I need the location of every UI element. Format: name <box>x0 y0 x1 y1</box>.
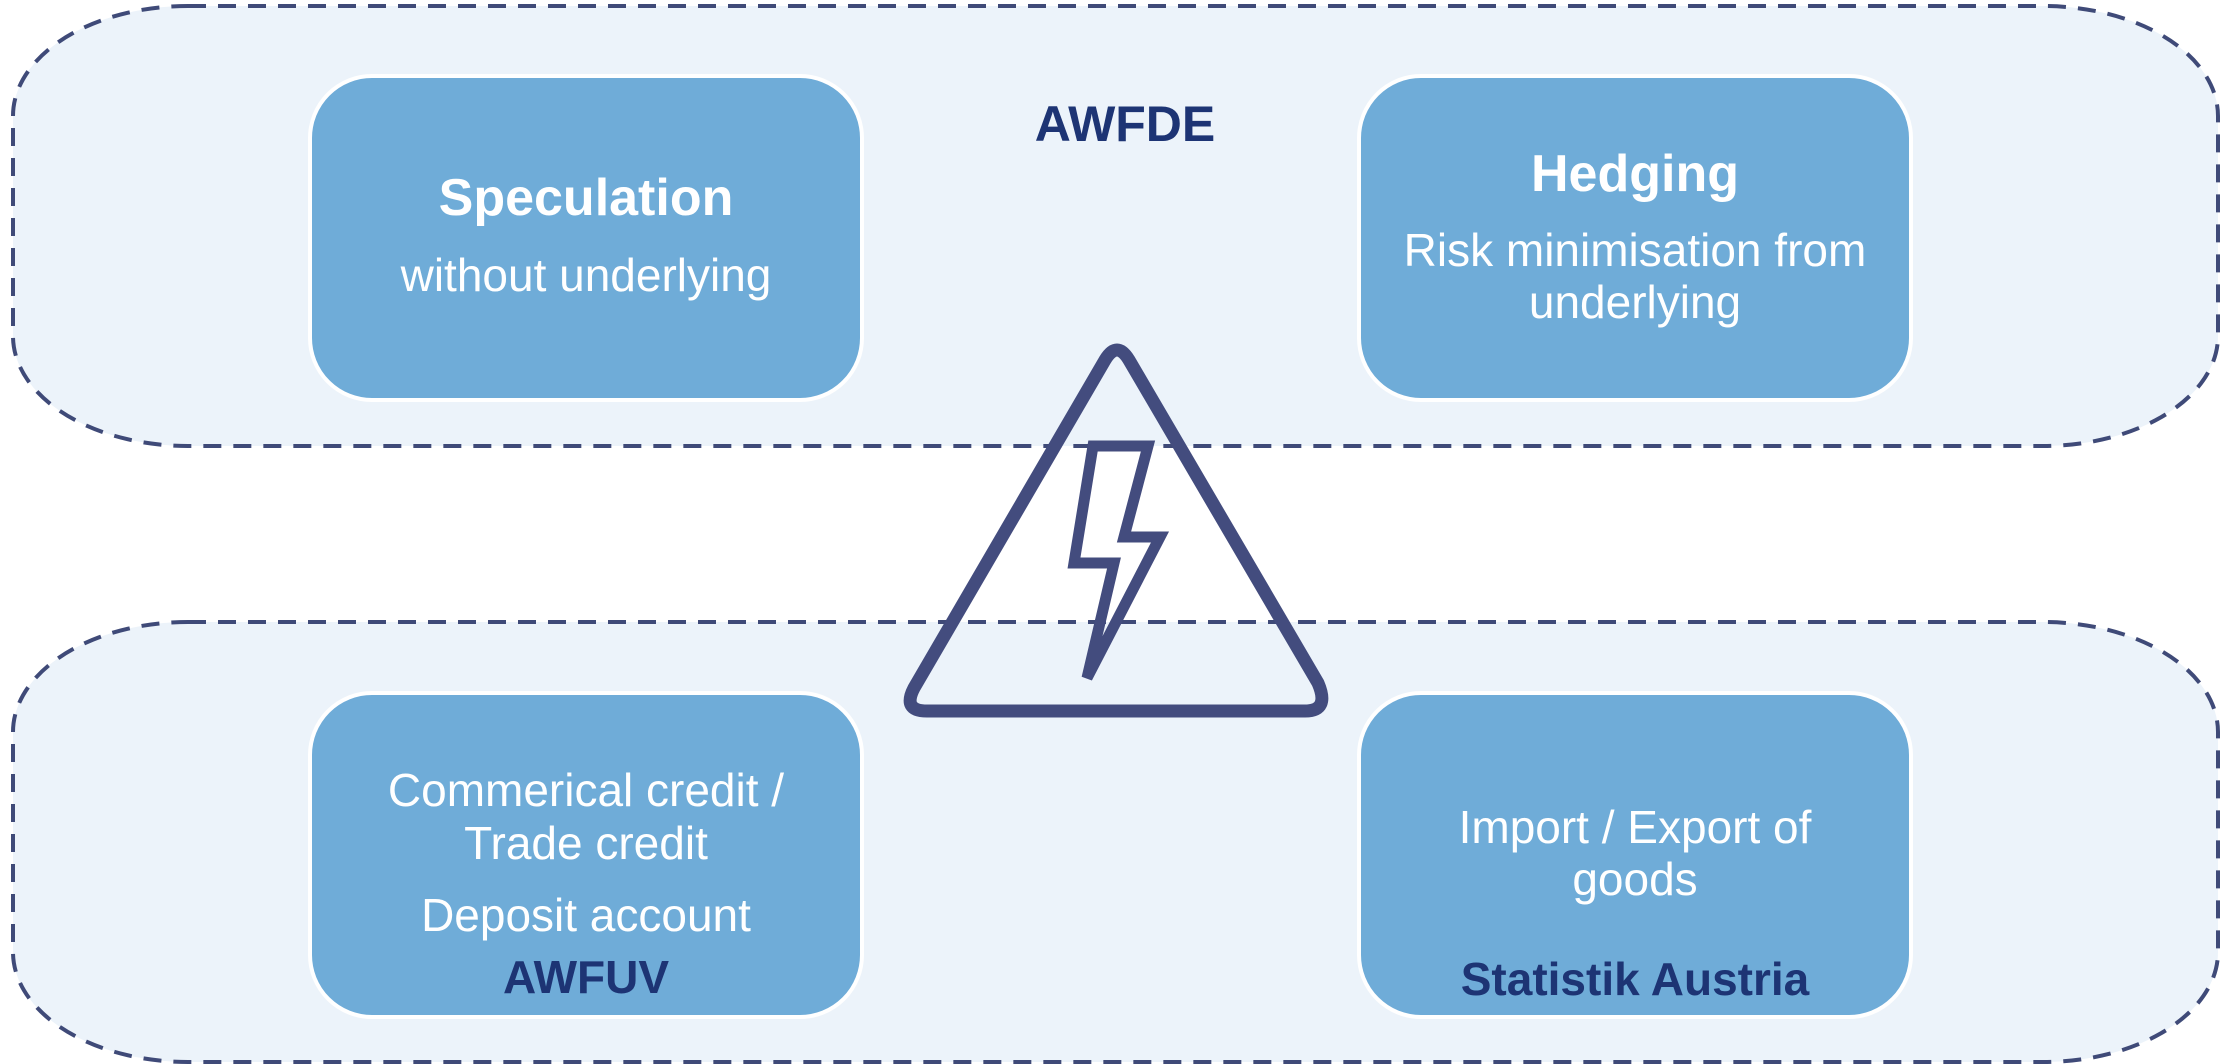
credit-line1: Commerical credit / <box>388 764 784 816</box>
credit-box: Commerical credit / Trade credit Deposit… <box>308 691 864 1019</box>
goods-box: Import / Export of goods Statistik Austr… <box>1357 691 1913 1019</box>
speculation-title: Speculation <box>439 169 734 227</box>
hedging-line1: Risk minimisation from <box>1404 224 1867 276</box>
warning-triangle <box>903 343 1329 718</box>
credit-line2: Trade credit <box>464 817 708 869</box>
goods-line1: Import / Export of <box>1459 801 1812 853</box>
goods-line2: goods <box>1572 853 1697 905</box>
statistik-austria-label: Statistik Austria <box>1461 953 1810 1005</box>
awfde-label: AWFDE <box>1035 96 1216 152</box>
lightning-bolt-icon <box>1067 440 1170 681</box>
hedging-box-shape <box>1357 74 1913 402</box>
speculation-box: Speculation without underlying <box>308 74 864 402</box>
speculation-box-shape <box>308 74 864 402</box>
credit-line3: Deposit account <box>421 889 751 941</box>
hedging-title: Hedging <box>1531 145 1739 203</box>
credit-box-shape <box>308 691 864 1019</box>
hedging-box: Hedging Risk minimisation from underlyin… <box>1357 74 1913 402</box>
goods-box-shape <box>1357 691 1913 1019</box>
awfuv-label: AWFUV <box>503 951 669 1003</box>
high-voltage-warning-icon <box>903 343 1329 718</box>
speculation-subtitle: without underlying <box>400 249 772 301</box>
hedging-line2: underlying <box>1529 276 1741 328</box>
